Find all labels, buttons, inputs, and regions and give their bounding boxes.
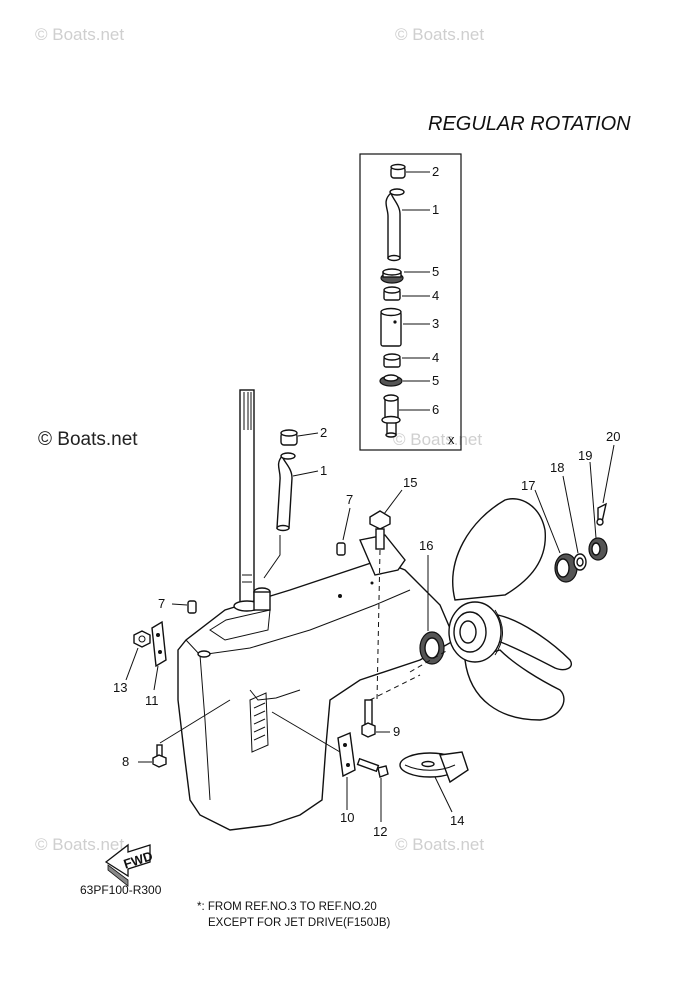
inset-callout-1: 1 [432,202,439,217]
part-anode-10 [337,732,356,778]
part-grommet [280,429,298,446]
callout-11: 11 [145,693,159,708]
inset-callout-5b: 5 [432,373,439,388]
water-inlet-grille [249,692,269,753]
inset-callout-2: 2 [432,164,439,179]
part-dowel-pin-right [336,542,346,556]
part-cotter-pin-20 [596,502,608,526]
inset-callout-3: 3 [432,316,439,331]
callout-16: 16 [419,538,433,553]
part-bolt-12 [356,757,389,778]
part-nut-13 [133,630,151,648]
inset-part-seal-upper [380,268,404,284]
inset-part-grommet [390,163,406,179]
fwd-arrow-icon [104,843,151,887]
inset-callout-4b: 4 [432,350,439,365]
part-bolt-9 [361,699,376,738]
part-trim-tab-14 [399,751,469,784]
inset-mark: x [448,432,455,447]
callout-7b: 7 [158,596,165,611]
callout-20: 20 [606,429,620,444]
inset-border [359,153,462,451]
watermark-mid-right: © Boats.net [393,430,482,449]
inset-part-bushing-lower [383,353,401,368]
propeller [448,498,572,721]
part-bolt-15 [369,510,391,550]
part-spacer-17 [554,553,578,583]
watermark-top-right: © Boats.net [395,25,484,44]
drawing-code: 63PF100-R300 [80,883,162,897]
note-line-2: EXCEPT FOR JET DRIVE(F150JB) [208,917,391,929]
inset-part-seal-lower [379,374,403,387]
callout-17: 17 [521,478,535,493]
callout-13: 13 [113,680,127,695]
part-dowel-pin-left [187,600,197,614]
callout-7a: 7 [346,492,353,507]
part-water-tube [276,452,296,532]
part-washer-18 [573,553,587,571]
callout-12: 12 [373,824,387,839]
inset-part-water-tube [385,188,405,262]
part-anode-11 [151,620,167,668]
part-bolt-8 [152,744,167,768]
callout-15: 15 [403,475,417,490]
watermark-mid-left: © Boats.net [38,429,138,450]
callout-19: 19 [578,448,592,463]
part-bushing-16 [419,631,445,665]
callout-9: 9 [393,724,400,739]
note-line-1: *: FROM REF.NO.3 TO REF.NO.20 [197,901,377,913]
part-nut-19 [588,537,608,561]
callout-10: 10 [340,810,354,825]
callout-14: 14 [450,813,464,828]
inset-callout-5a: 5 [432,264,439,279]
inset-part-water-pipe [381,394,401,438]
watermark-bottom-left: © Boats.net [35,835,124,854]
drive-shaft [239,389,255,606]
diagram-title: REGULAR ROTATION [428,113,631,135]
callout-18: 18 [550,460,564,475]
inset-callout-4a: 4 [432,288,439,303]
inset-box: 2 1 5 4 3 [359,153,462,451]
callout-2: 2 [320,425,327,440]
watermark-top-left: © Boats.net [35,25,124,44]
inset-part-bushing-upper [383,286,401,301]
inset-part-sleeve [380,307,402,347]
inset-callout-6: 6 [432,402,439,417]
callout-1: 1 [320,463,327,478]
watermark-bottom-right: © Boats.net [395,835,484,854]
callout-8: 8 [122,754,129,769]
lower-case-housing [177,389,456,831]
